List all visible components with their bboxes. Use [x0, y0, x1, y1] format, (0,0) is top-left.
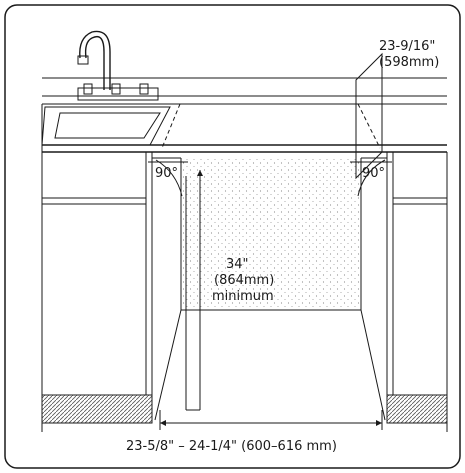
- sink: [41, 106, 171, 146]
- depth-label: 23-9/16": [379, 39, 435, 54]
- dishwasher-opening: [152, 157, 387, 421]
- angle-left-label: 90°: [155, 166, 178, 181]
- left-cabinet: [41, 152, 153, 432]
- height-label: 34": [226, 257, 249, 272]
- right-cabinet: [386, 152, 448, 432]
- angle-right-label: 90°: [362, 166, 385, 181]
- opening-width-label: 23-5/8" – 24-1/4" (600–616 mm): [126, 439, 337, 454]
- side-panel: [355, 52, 383, 180]
- width-dimension: [159, 410, 383, 430]
- countertop-cutout: [161, 103, 381, 149]
- height-dimension: [185, 170, 203, 411]
- height-note-label: minimum: [212, 289, 274, 304]
- height-mm-label: (864mm): [214, 273, 274, 288]
- angle-right-marker: [350, 159, 392, 197]
- faucet: [77, 30, 159, 101]
- depth-mm-label: (598mm): [379, 55, 439, 70]
- angle-left-marker: [148, 159, 188, 197]
